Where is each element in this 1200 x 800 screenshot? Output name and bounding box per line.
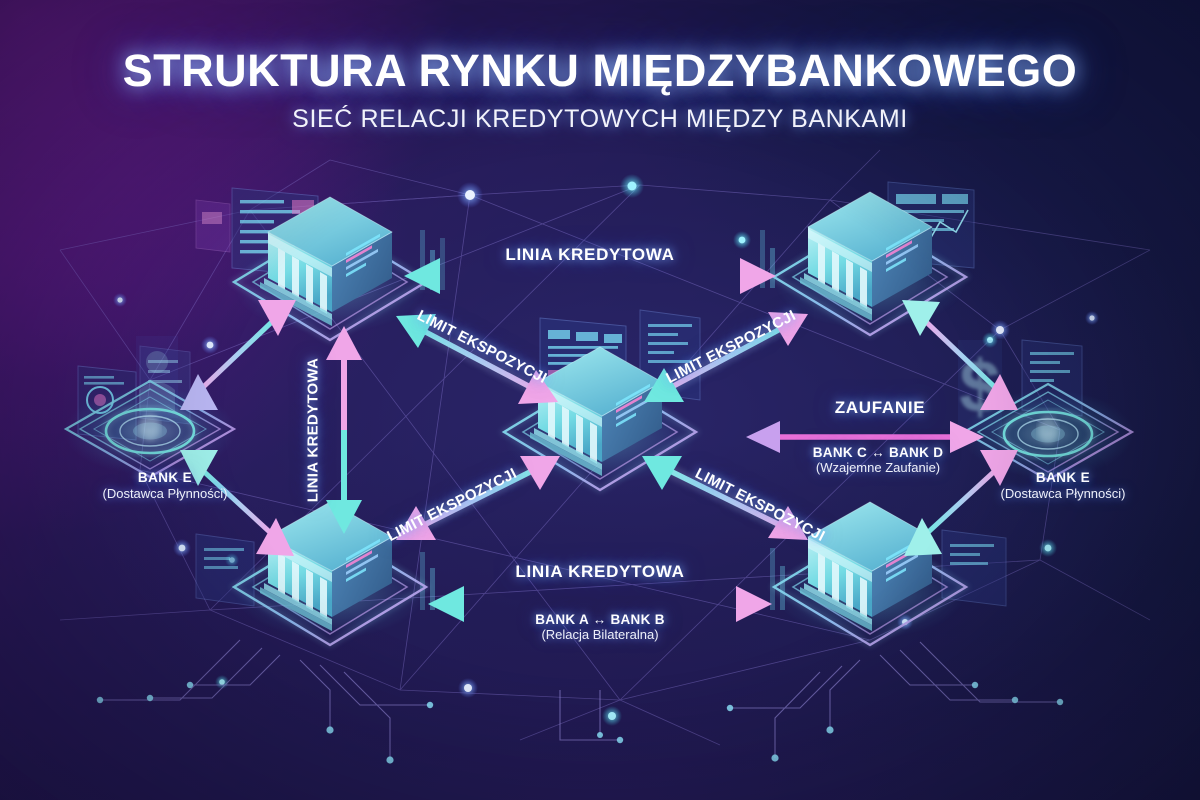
label-bottom-credit-line: LINIA KREDYTOWA — [480, 562, 720, 582]
bank-e-right-role: (Dostawca Płynności) — [1000, 486, 1126, 501]
trust-pair: BANK C ↔ BANK D — [812, 445, 944, 460]
label-left-credit-line: LINIA KREDYTOWA — [305, 358, 322, 503]
bank-e-left-name: BANK E — [137, 470, 193, 485]
label-liquidity-node-right: BANK E (Dostawca Płynności) — [943, 470, 1183, 501]
top-credit-line-text: LINIA KREDYTOWA — [505, 245, 675, 264]
bottom-credit-note: (Relacja Bilateralna) — [541, 627, 659, 642]
label-trust-line: ZAUFANIE — [780, 398, 980, 418]
page-title: STRUKTURA RYNKU MIĘDZYBANKOWEGO — [122, 45, 1078, 96]
trust-note: (Wzajemne Zaufanie) — [815, 460, 941, 475]
label-liquidity-node-left: BANK E (Dostawca Płynności) — [45, 470, 285, 501]
bottom-credit-pair: BANK A ↔ BANK B — [535, 612, 665, 627]
left-credit-line-text: LINIA KREDYTOWA — [304, 357, 322, 503]
label-top-credit-line: LINIA KREDYTOWA — [470, 245, 710, 265]
page-subtitle: SIEĆ RELACJI KREDYTOWYCH MIĘDZY BANKAMI — [292, 105, 908, 133]
bottom-credit-line-text: LINIA KREDYTOWA — [515, 562, 685, 581]
bank-e-left-role: (Dostawca Płynności) — [102, 486, 228, 501]
trust-line-text: ZAUFANIE — [834, 398, 926, 417]
label-trust-detail: BANK C ↔ BANK D (Wzajemne Zaufanie) — [773, 445, 983, 475]
label-bottom-credit-detail: BANK A ↔ BANK B (Relacja Bilateralna) — [480, 612, 720, 642]
bank-e-right-name: BANK E — [1035, 470, 1091, 485]
